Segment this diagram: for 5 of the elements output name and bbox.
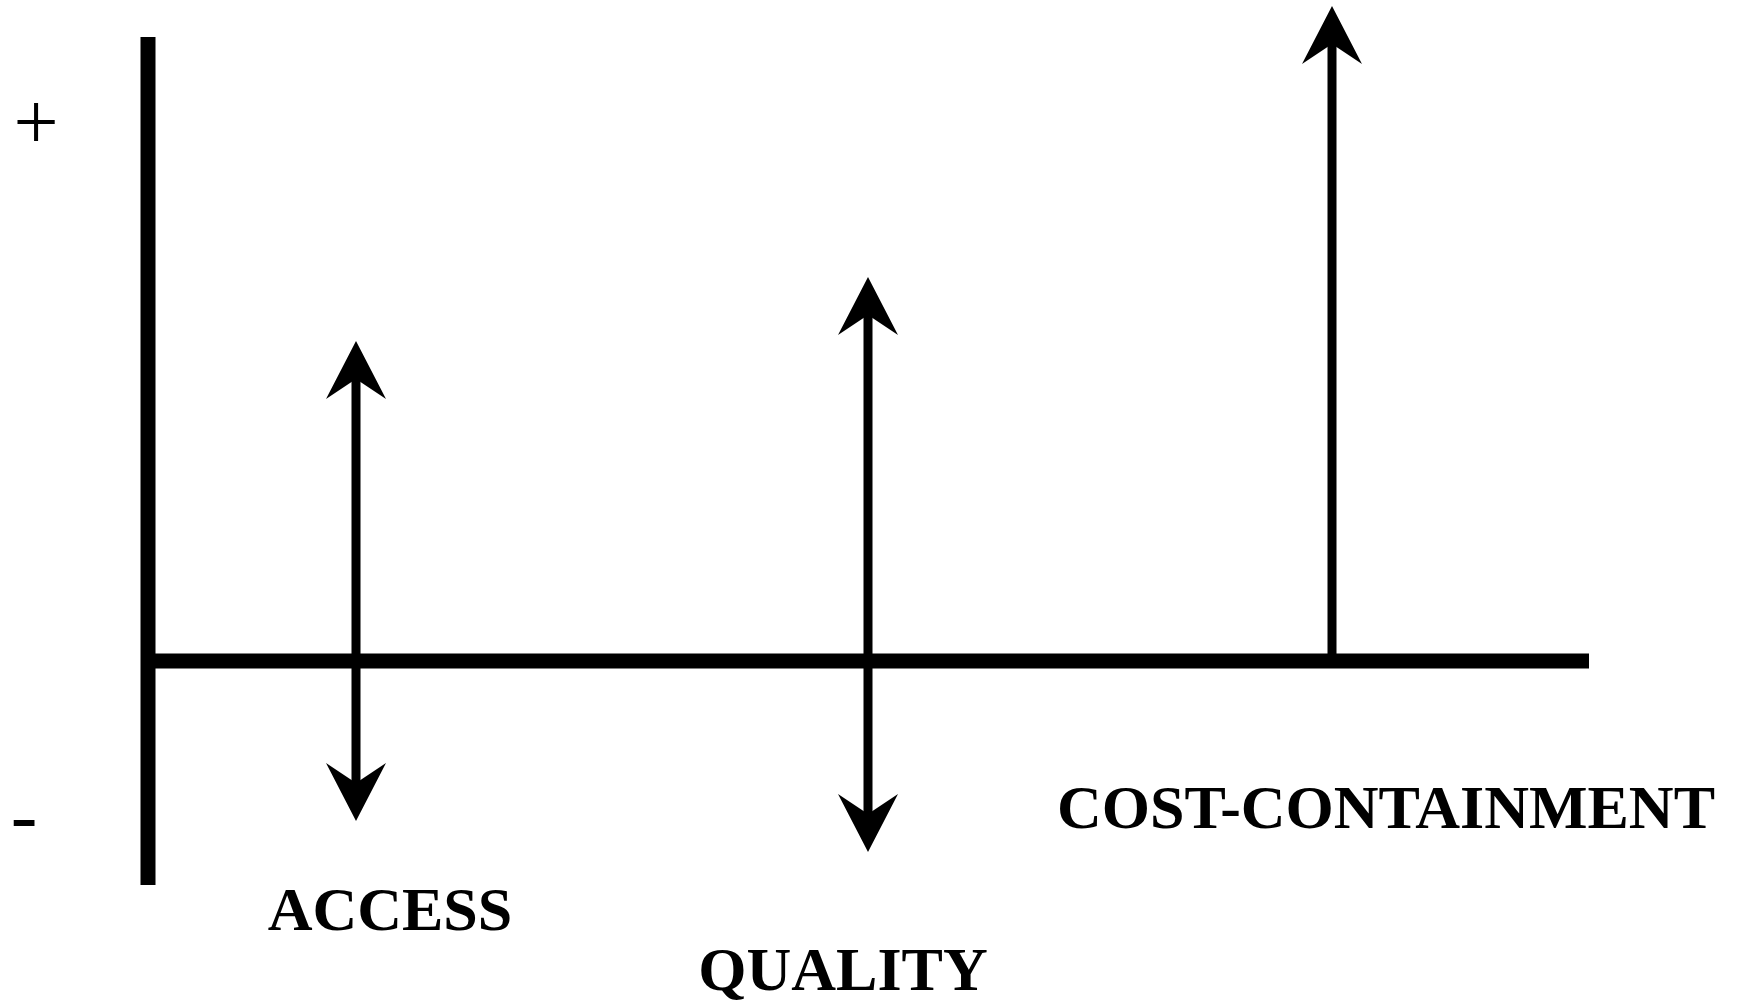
- axis-label: ACCESS: [267, 878, 513, 940]
- minus-sign: -: [10, 775, 38, 855]
- plus-sign: +: [13, 82, 59, 162]
- axis-label: COST-CONTAINMENT: [1057, 776, 1715, 838]
- axis-label: QUALITY: [698, 938, 988, 1000]
